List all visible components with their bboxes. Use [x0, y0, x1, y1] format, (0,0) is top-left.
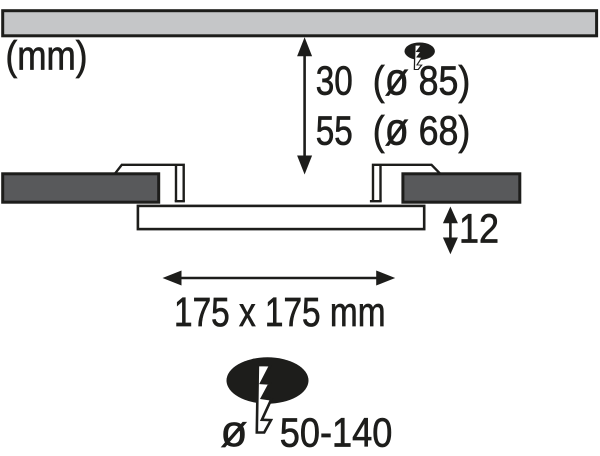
svg-text:12: 12 — [459, 205, 499, 251]
svg-text:(ø 85): (ø 85) — [373, 54, 471, 105]
svg-text:30: 30 — [316, 58, 353, 104]
svg-text:55: 55 — [316, 107, 353, 153]
svg-text:50-140: 50-140 — [280, 409, 393, 455]
svg-text:175 x 175 mm: 175 x 175 mm — [174, 289, 386, 335]
svg-text:(mm): (mm) — [6, 33, 88, 79]
svg-text:ø: ø — [221, 407, 248, 456]
svg-text:(ø 68): (ø 68) — [373, 103, 471, 154]
